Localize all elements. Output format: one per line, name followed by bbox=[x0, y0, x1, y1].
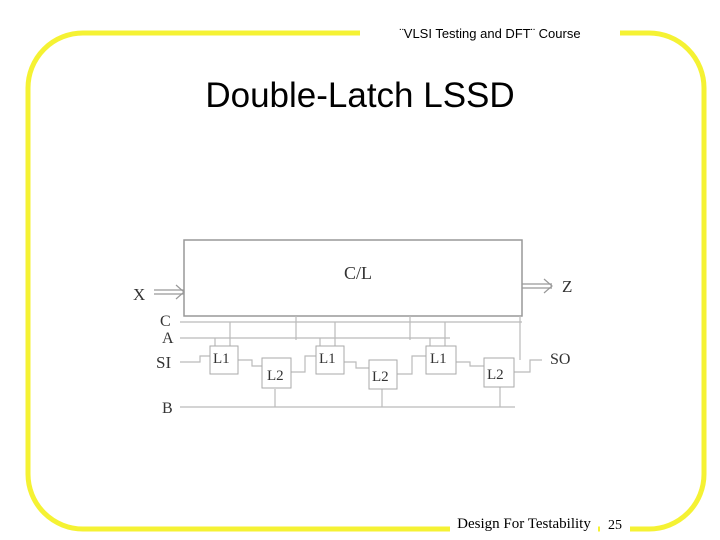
latch-l2-1-label: L2 bbox=[267, 368, 284, 384]
latch-l2-1 bbox=[261, 357, 292, 389]
latch-l1-3 bbox=[425, 345, 457, 375]
latch-l2-2 bbox=[368, 359, 398, 390]
latch-l1-3-label: L1 bbox=[430, 351, 447, 367]
latch-l2-3-label: L2 bbox=[487, 367, 504, 383]
z-output-label: Z bbox=[562, 277, 572, 296]
x-input-label: X bbox=[133, 285, 145, 304]
block-label: C/L bbox=[344, 263, 372, 283]
a-input-label: A bbox=[162, 330, 174, 347]
b-input-label: B bbox=[162, 400, 173, 417]
z-output-arrow bbox=[522, 278, 553, 294]
latch-l1-1 bbox=[209, 345, 239, 375]
slide-title: Double-Latch LSSD bbox=[205, 76, 515, 115]
latch-l2-2-label: L2 bbox=[372, 369, 389, 385]
si-input-label: SI bbox=[156, 353, 171, 372]
course-title: ¨VLSI Testing and DFT¨ Course bbox=[360, 24, 620, 44]
latch-l1-1-label: L1 bbox=[213, 351, 230, 367]
combinational-logic-block bbox=[183, 239, 523, 317]
page-number: 25 bbox=[600, 516, 630, 536]
latch-l1-2 bbox=[315, 345, 345, 375]
footer-course-topic: Design For Testability bbox=[450, 512, 598, 536]
latch-l2-3 bbox=[483, 357, 515, 388]
so-output-label: SO bbox=[550, 351, 570, 368]
control-wiring bbox=[180, 316, 542, 408]
c-input-label: C bbox=[160, 313, 171, 330]
latch-l1-2-label: L1 bbox=[319, 351, 336, 367]
x-input-arrow bbox=[154, 284, 185, 300]
